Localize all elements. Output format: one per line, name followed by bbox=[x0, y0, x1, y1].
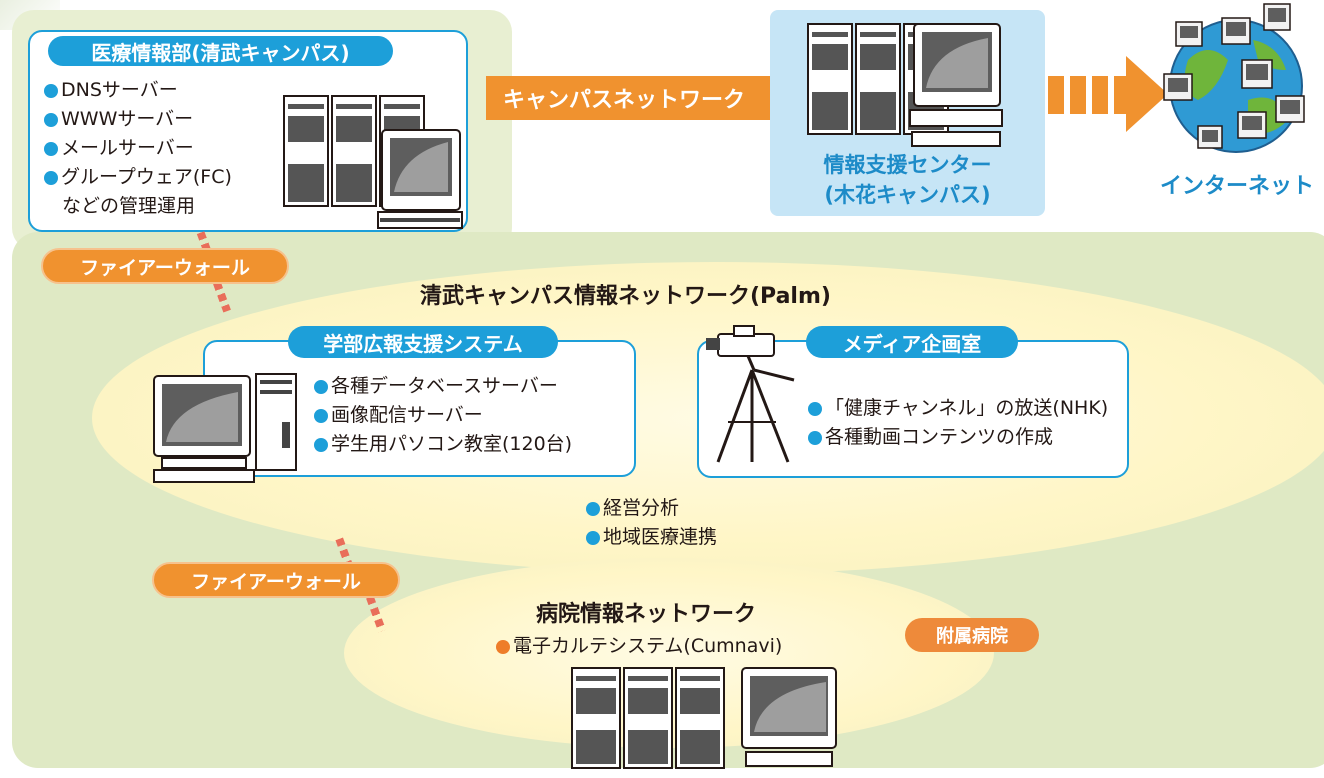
hospital-network-title: 病院情報ネットワーク bbox=[536, 602, 757, 627]
bullet-icon bbox=[44, 170, 58, 185]
arrow-right-icon bbox=[1048, 56, 1168, 132]
list-note: などの管理運用 bbox=[62, 195, 196, 217]
medical-dept-list: DNSサーバー WWWサーバー メールサーバー グループウェア(FC) などの管… bbox=[44, 76, 232, 221]
palm-items-list: 経営分析 地域医療連携 bbox=[586, 494, 717, 552]
list-item: グループウェア(FC) bbox=[44, 163, 232, 192]
firewall-badge-2: ファイアーウォール bbox=[152, 562, 400, 598]
firewall-badge: ファイアーウォール bbox=[41, 248, 289, 284]
palm-network-title: 清武キャンパス情報ネットワーク(Palm) bbox=[420, 284, 831, 309]
list-item: 各種データベースサーバー bbox=[314, 372, 572, 401]
list-item: 地域医療連携 bbox=[586, 523, 717, 552]
list-item: 画像配信サーバー bbox=[314, 401, 572, 430]
bullet-icon bbox=[586, 501, 600, 516]
list-item: 経営分析 bbox=[586, 494, 717, 523]
medical-servers-icon bbox=[283, 95, 463, 229]
bullet-icon bbox=[586, 530, 600, 545]
bullet-icon bbox=[808, 430, 822, 445]
video-camera-tripod-icon bbox=[706, 325, 795, 463]
media-room-title: メディア企画室 bbox=[806, 326, 1018, 358]
hospital-servers-icon bbox=[571, 667, 837, 769]
bullet-icon bbox=[314, 437, 328, 452]
bullet-icon bbox=[808, 401, 822, 416]
info-center-label: 情報支援センター (木花キャンパス) bbox=[823, 153, 992, 207]
desktop-pc-icon bbox=[153, 373, 297, 483]
bullet-icon bbox=[314, 379, 328, 394]
faculty-system-list: 各種データベースサーバー 画像配信サーバー 学生用パソコン教室(120台) bbox=[314, 372, 572, 459]
list-item: DNSサーバー bbox=[44, 76, 232, 105]
list-item: 各種動画コンテンツの作成 bbox=[808, 423, 1108, 452]
list-item: 「健康チャンネル」の放送(NHK) bbox=[808, 394, 1108, 423]
bullet-icon bbox=[314, 408, 328, 423]
campus-network-band bbox=[486, 76, 770, 120]
bullet-icon bbox=[44, 141, 58, 156]
internet-label: インターネット bbox=[1160, 174, 1315, 199]
bullet-icon bbox=[44, 112, 58, 127]
bullet-icon bbox=[496, 639, 510, 654]
list-item: WWWサーバー bbox=[44, 105, 232, 134]
hospital-badge: 附属病院 bbox=[905, 618, 1039, 652]
bullet-icon bbox=[44, 83, 58, 98]
campus-network-label: キャンパスネットワーク bbox=[503, 88, 746, 113]
globe-icon bbox=[1163, 3, 1305, 153]
list-item: 学生用パソコン教室(120台) bbox=[314, 430, 572, 459]
center-servers-icon bbox=[807, 23, 1003, 147]
list-item: メールサーバー bbox=[44, 134, 232, 163]
media-room-list: 「健康チャンネル」の放送(NHK) 各種動画コンテンツの作成 bbox=[808, 394, 1108, 452]
list-item: 電子カルテシステム(Cumnavi) bbox=[496, 632, 782, 661]
medical-dept-title: 医療情報部(清武キャンパス) bbox=[48, 36, 393, 66]
faculty-system-title: 学部広報支援システム bbox=[288, 326, 558, 358]
hospital-network-list: 電子カルテシステム(Cumnavi) bbox=[496, 632, 782, 661]
